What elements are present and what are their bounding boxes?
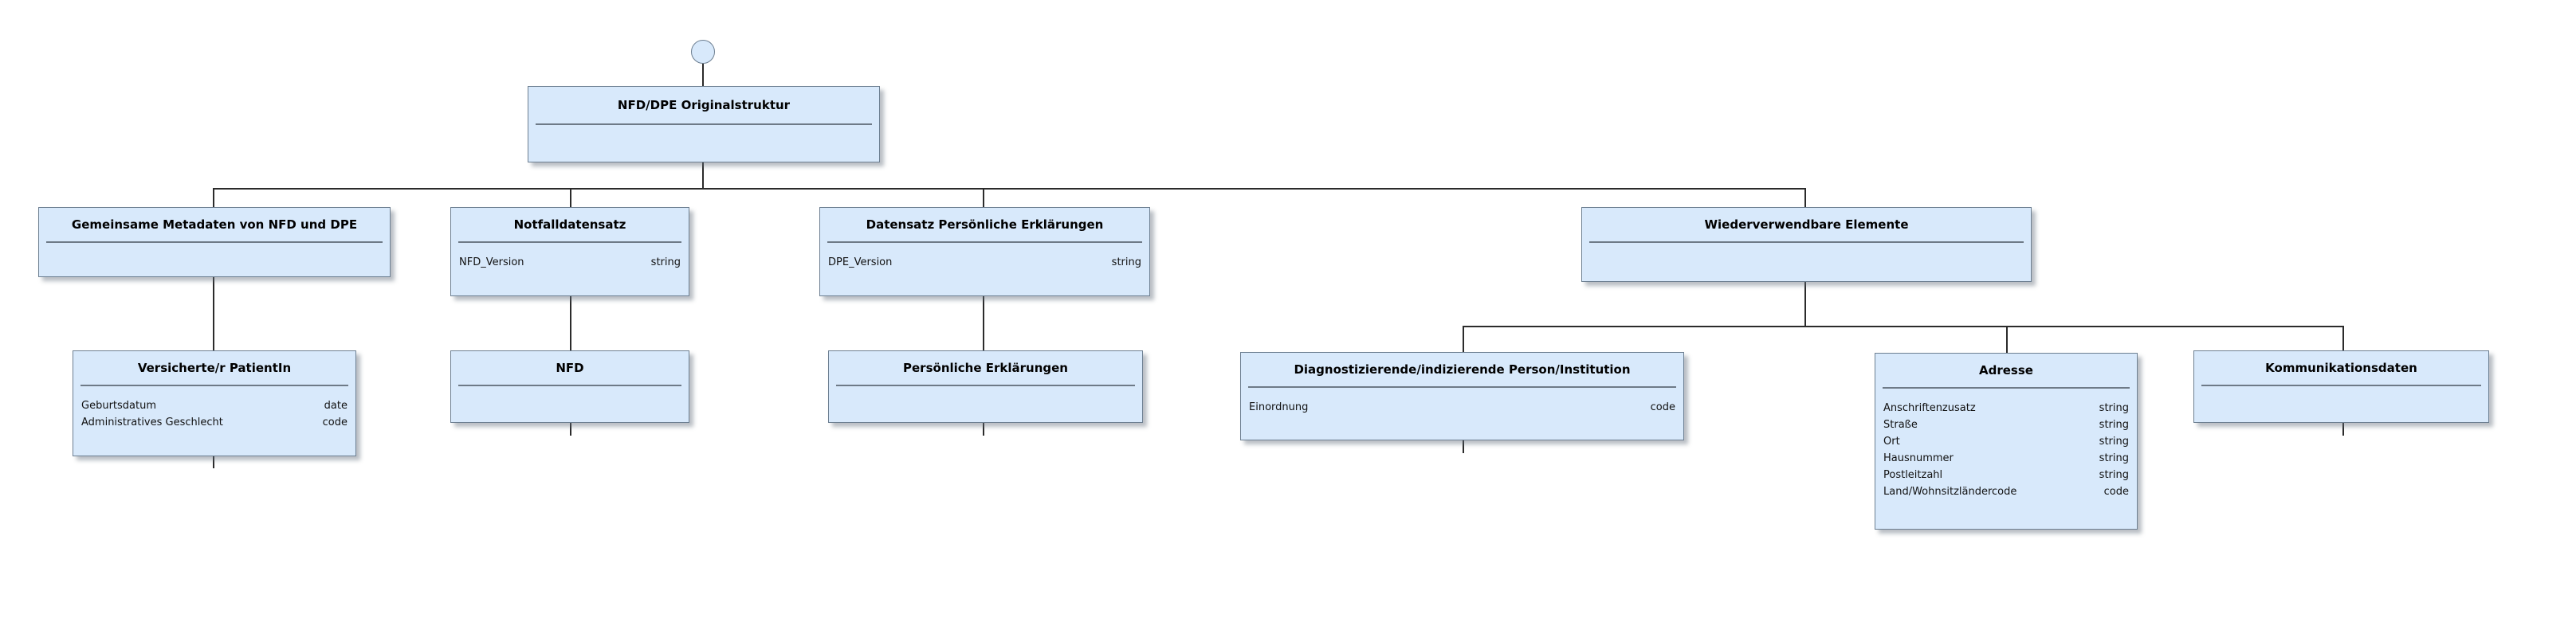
- field-type: code: [322, 417, 348, 428]
- field-type: code: [1650, 401, 1675, 413]
- field-type: string: [1111, 256, 1141, 268]
- field-row: Postleitzahl string: [1883, 467, 2129, 483]
- node-versicherte-patientin[interactable]: Versicherte/r PatientIn Geburtsdatum dat…: [73, 350, 356, 456]
- node-title: Diagnostizierende/indizierende Person/In…: [1294, 362, 1631, 377]
- node-kommunikationsdaten[interactable]: Kommunikationsdaten: [2193, 350, 2489, 423]
- field-row: Land/Wohnsitzländercode code: [1883, 483, 2129, 500]
- node-title: Persönliche Erklärungen: [903, 361, 1068, 375]
- node-separator: [1883, 387, 2130, 389]
- node-separator: [458, 241, 681, 243]
- node-title: Kommunikationsdaten: [2265, 361, 2417, 375]
- field-row: Ort string: [1883, 433, 2129, 450]
- field-name: Anschriftenzusatz: [1883, 402, 1976, 414]
- field-type: code: [2103, 486, 2129, 498]
- node-separator: [1589, 241, 2024, 243]
- node-separator: [536, 123, 872, 125]
- field-name: Geburtsdatum: [81, 400, 156, 412]
- node-separator: [80, 385, 348, 386]
- field-name: Administratives Geschlecht: [81, 417, 223, 428]
- node-diagnostizierende-person-institution[interactable]: Diagnostizierende/indizierende Person/In…: [1240, 352, 1684, 440]
- node-persoenliche-erklaerungen[interactable]: Persönliche Erklärungen: [828, 350, 1143, 423]
- field-type: string: [650, 256, 681, 268]
- node-fields: Geburtsdatum date Administratives Geschl…: [73, 386, 355, 431]
- node-title: NFD: [556, 361, 584, 375]
- field-row: NFD_Version string: [459, 254, 681, 271]
- field-name: Ort: [1883, 436, 1900, 448]
- field-row: DPE_Version string: [828, 254, 1141, 271]
- field-name: Postleitzahl: [1883, 469, 1943, 481]
- field-type: string: [2099, 452, 2129, 464]
- node-fields: NFD_Version string: [451, 243, 689, 271]
- node-nfd[interactable]: NFD: [450, 350, 689, 423]
- node-title: Datensatz Persönliche Erklärungen: [866, 217, 1104, 232]
- node-datensatz-persoenliche-erklaerungen[interactable]: Datensatz Persönliche Erklärungen DPE_Ve…: [819, 207, 1150, 296]
- field-type: string: [2099, 469, 2129, 481]
- node-title: Wiederverwendbare Elemente: [1704, 217, 1909, 232]
- node-gemeinsame-metadaten[interactable]: Gemeinsame Metadaten von NFD und DPE: [38, 207, 391, 277]
- node-title: Notfalldatensatz: [513, 217, 626, 232]
- node-separator: [458, 385, 681, 386]
- field-row: Geburtsdatum date: [81, 397, 348, 414]
- field-row: Einordnung code: [1249, 399, 1675, 416]
- node-separator: [2201, 385, 2481, 386]
- node-fields: Anschriftenzusatz string Straße string O…: [1875, 389, 2137, 500]
- node-separator: [46, 241, 383, 243]
- field-name: DPE_Version: [828, 256, 893, 268]
- node-adresse[interactable]: Adresse Anschriftenzusatz string Straße …: [1875, 353, 2138, 530]
- field-type: string: [2099, 402, 2129, 414]
- field-row: Straße string: [1883, 417, 2129, 433]
- field-row: Administratives Geschlecht code: [81, 414, 348, 431]
- node-notfalldatensatz[interactable]: Notfalldatensatz NFD_Version string: [450, 207, 689, 296]
- node-fields: Einordnung code: [1241, 388, 1683, 416]
- node-title: Adresse: [1979, 363, 2033, 377]
- field-name: Land/Wohnsitzländercode: [1883, 486, 2017, 498]
- generalization-circle-icon[interactable]: [691, 40, 715, 64]
- field-type: string: [2099, 436, 2129, 448]
- node-separator: [836, 385, 1135, 386]
- field-name: Straße: [1883, 419, 1918, 431]
- node-wiederverwendbare-elemente[interactable]: Wiederverwendbare Elemente: [1581, 207, 2032, 282]
- node-separator: [827, 241, 1142, 243]
- node-separator: [1248, 386, 1676, 388]
- field-row: Hausnummer string: [1883, 450, 2129, 467]
- field-type: string: [2099, 419, 2129, 431]
- node-title: Gemeinsame Metadaten von NFD und DPE: [71, 217, 358, 232]
- field-name: NFD_Version: [459, 256, 524, 268]
- node-title: NFD/DPE Originalstruktur: [617, 98, 791, 112]
- field-row: Anschriftenzusatz string: [1883, 400, 2129, 417]
- field-name: Hausnummer: [1883, 452, 1954, 464]
- node-nfd-dpe-originalstruktur[interactable]: NFD/DPE Originalstruktur: [528, 86, 880, 162]
- field-type: date: [324, 400, 348, 412]
- field-name: Einordnung: [1249, 401, 1309, 413]
- node-title: Versicherte/r PatientIn: [137, 361, 292, 375]
- node-fields: DPE_Version string: [820, 243, 1149, 271]
